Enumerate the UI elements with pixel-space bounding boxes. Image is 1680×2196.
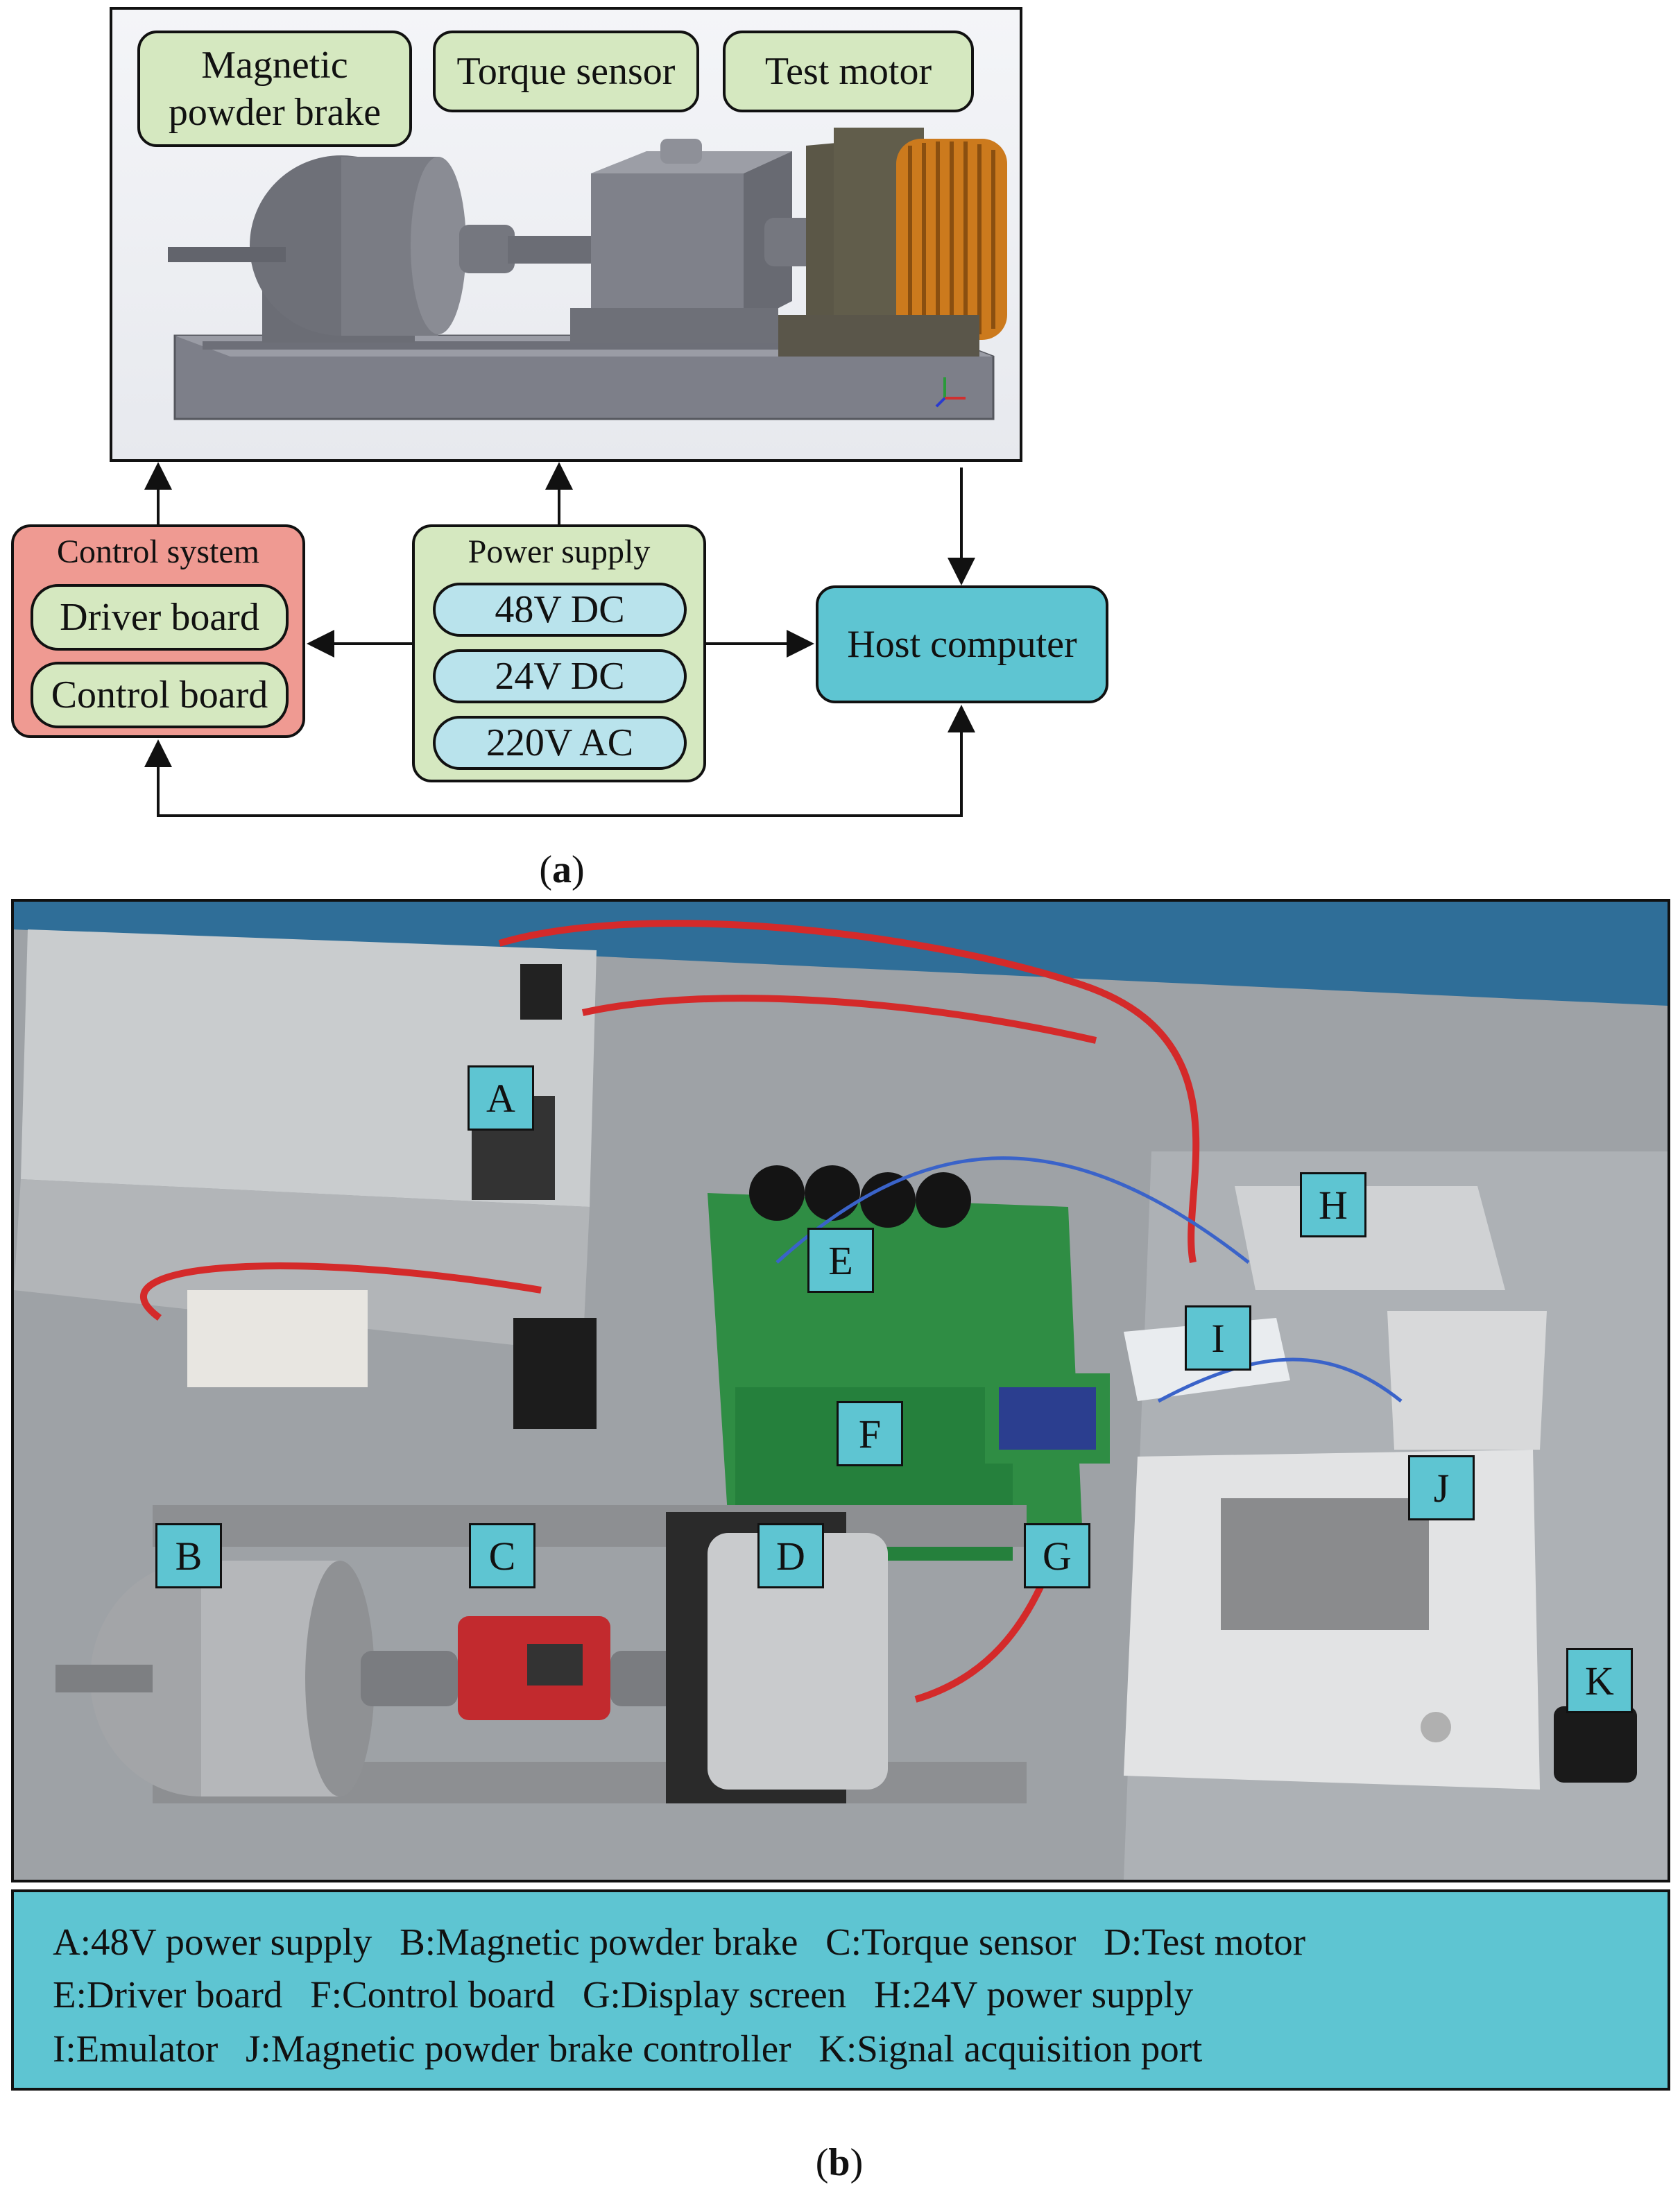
legend-h: H:24V power supply [873,1973,1194,2016]
marker-c: C [469,1523,535,1588]
marker-b: B [155,1523,222,1588]
legend-e: E:Driver board [53,1973,283,2016]
test-motor-label: Test motor [723,31,974,112]
panel-a-letter: a [552,848,572,891]
torque-sensor-label: Torque sensor [433,31,699,112]
panel-a-caption: (a) [539,848,585,891]
legend-f: F:Control board [310,1973,556,2016]
driver-board-box: Driver board [31,584,289,651]
marker-a: A [468,1065,534,1131]
test-bench-render: Magnetic powder brake Torque sensor Test… [110,7,1022,462]
marker-j: J [1408,1455,1475,1520]
photo-illustration [14,902,1668,1880]
legend-j: J:Magnetic powder brake controller [246,2027,791,2070]
marker-d: D [757,1523,824,1588]
48v-dc-box: 48V DC [433,583,687,637]
legend-g: G:Display screen [582,1973,847,2016]
legend-row-1: A:48V power supply B:Magnetic powder bra… [53,1920,1323,1964]
control-system-title: Control system [56,533,259,570]
brake-label-line1: Magnetic [201,43,348,87]
test-bench-illustration [168,128,1007,420]
legend-d: D:Test motor [1104,1921,1306,1963]
panel-b-letter: b [828,2141,850,2184]
photo-legend: A:48V power supply B:Magnetic powder bra… [11,1889,1670,2091]
brake-label-line2: powder brake [168,91,382,134]
power-supply-title: Power supply [468,533,651,570]
24v-dc-box: 24V DC [433,649,687,703]
legend-b: B:Magnetic powder brake [400,1921,798,1963]
marker-f: F [837,1401,903,1466]
legend-k: K:Signal acquisition port [818,2027,1203,2070]
marker-i: I [1185,1305,1251,1371]
marker-g: G [1024,1523,1090,1588]
control-board-box: Control board [31,662,289,728]
legend-row-2: E:Driver board F:Control board G:Display… [53,1973,1211,2016]
legend-row-3: I:Emulator J:Magnetic powder brake contr… [53,2027,1220,2070]
connector-arrows [144,462,975,817]
test-bench-photo: A B C D E F G H I J K [11,899,1670,1882]
power-supply-group: Power supply 48V DC 24V DC 220V AC [412,524,706,782]
legend-a: A:48V power supply [53,1921,372,1963]
legend-i: I:Emulator [53,2027,218,2070]
magnetic-powder-brake-label: Magnetic powder brake [137,31,412,147]
panel-b-caption: (b) [815,2141,864,2184]
marker-h: H [1300,1172,1366,1237]
marker-e: E [807,1228,874,1293]
host-computer-box: Host computer [816,585,1108,703]
legend-c: C:Torque sensor [825,1921,1077,1963]
marker-k: K [1566,1648,1633,1713]
control-system-group: Control system Driver board Control boar… [11,524,305,738]
220v-ac-box: 220V AC [433,716,687,770]
